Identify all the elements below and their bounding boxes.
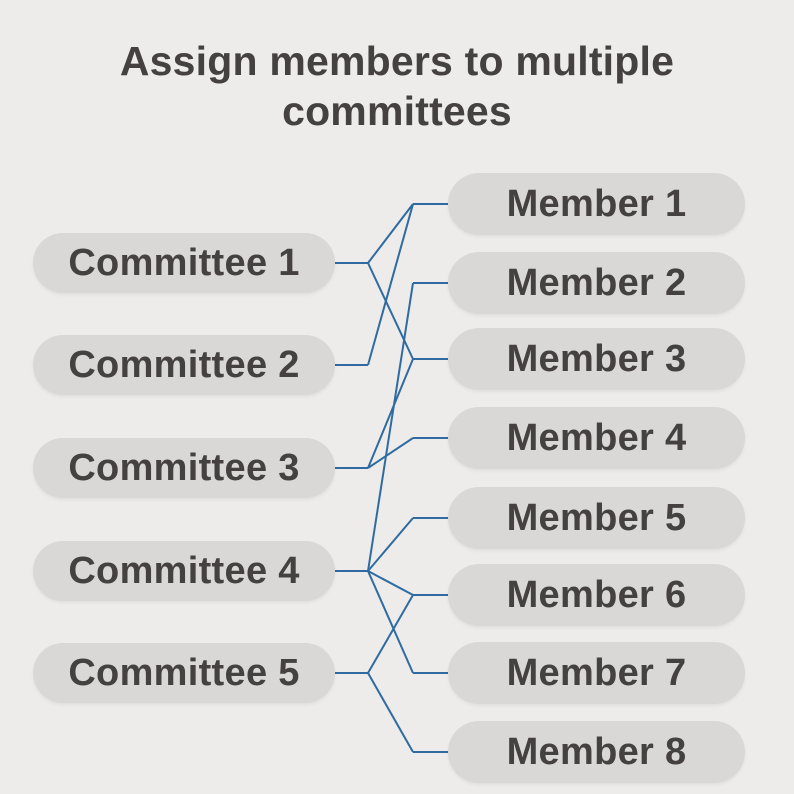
connector-line	[367, 282, 414, 572]
member-pill-1: Member 1	[448, 173, 745, 235]
committee-pill-2: Committee 2	[33, 335, 335, 395]
member-pill-7: Member 7	[448, 642, 745, 704]
committee-pill-4: Committee 4	[33, 541, 335, 601]
committee-pill-3: Committee 3	[33, 438, 335, 498]
committee-pill-1: Committee 1	[33, 233, 335, 293]
connector-line	[367, 570, 414, 596]
member-pill-6: Member 6	[448, 564, 745, 626]
connector-line	[367, 358, 414, 469]
connector-line	[367, 570, 414, 674]
committee-pill-5: Committee 5	[33, 643, 335, 703]
connector-line	[367, 203, 414, 264]
member-pill-8: Member 8	[448, 721, 745, 783]
member-pill-4: Member 4	[448, 407, 745, 469]
connector-line	[367, 203, 414, 366]
connector-line	[367, 672, 414, 753]
connector-line	[367, 517, 414, 572]
connector-line	[367, 594, 414, 674]
connector-line	[367, 437, 414, 469]
diagram-title: Assign members to multiple committees	[119, 38, 675, 135]
member-pill-2: Member 2	[448, 252, 745, 314]
member-pill-5: Member 5	[448, 487, 745, 549]
member-pill-3: Member 3	[448, 328, 745, 390]
connector-line	[367, 262, 414, 360]
